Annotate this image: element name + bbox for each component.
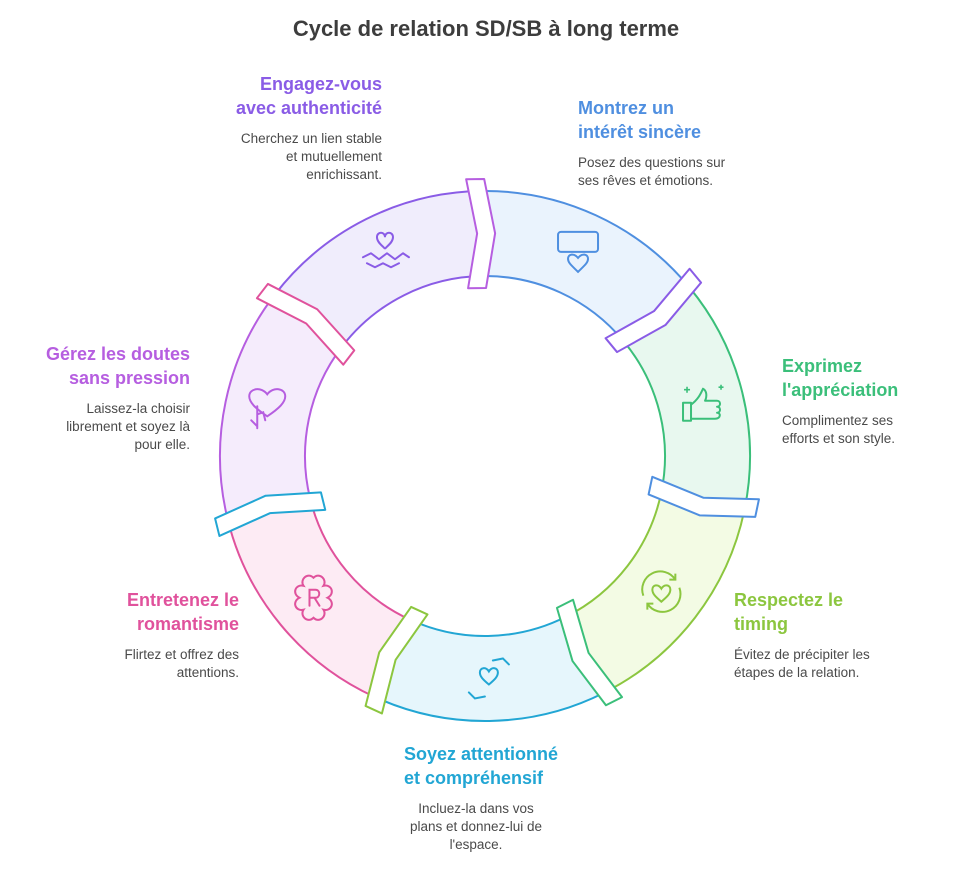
step-desc-engagez: Cherchez un lien stable et mutuellement … xyxy=(240,131,382,182)
handshake-heart-icon xyxy=(361,231,410,269)
ring-connector-engagez xyxy=(465,177,497,290)
step-label-engagez: Engagez-vous avec authenticité Cherchez … xyxy=(236,72,382,184)
ring-connector-soyez xyxy=(364,605,429,715)
hand-heart-icon xyxy=(248,388,287,430)
ring-connector-respectez xyxy=(555,598,624,707)
step-label-respectez: Respectez le timing Évitez de précipiter… xyxy=(734,588,870,682)
ring-connector-montrez xyxy=(604,267,703,354)
step-desc-exprimez: Complimentez ses efforts et son style. xyxy=(782,413,896,446)
step-title-entretenez: Entretenez le romantisme xyxy=(126,590,239,634)
diagram-title: Cycle de relation SD/SB à long terme xyxy=(292,16,680,41)
step-label-gerez: Gérez les doutes sans pression Laissez-l… xyxy=(46,342,190,454)
step-label-entretenez: Entretenez le romantisme Flirtez et offr… xyxy=(124,588,239,682)
step-desc-gerez: Laissez-la choisir librement et soyez là… xyxy=(66,401,190,452)
step-label-exprimez: Exprimez l'appréciation Complimentez ses… xyxy=(782,354,898,448)
message-heart-icon xyxy=(557,230,600,274)
step-desc-entretenez: Flirtez et offrez des attentions. xyxy=(124,647,239,680)
step-desc-soyez: Incluez-la dans vos plans et donnez-lui … xyxy=(409,801,543,852)
ring-connector-gerez xyxy=(255,282,356,366)
step-label-soyez: Soyez attentionné et compréhensif Inclue… xyxy=(404,742,558,854)
step-desc-montrez: Posez des questions sur ses rêves et émo… xyxy=(578,155,726,188)
step-title-respectez: Respectez le timing xyxy=(734,590,844,634)
step-title-soyez: Soyez attentionné et compréhensif xyxy=(404,744,559,788)
ring-connector-exprimez xyxy=(647,475,760,518)
heart-cycle-icon xyxy=(641,570,682,613)
flower-badge-icon xyxy=(294,574,333,621)
step-title-gerez: Gérez les doutes sans pression xyxy=(45,344,190,388)
step-label-montrez: Montrez un intérêt sincère Posez des que… xyxy=(578,96,725,190)
step-title-montrez: Montrez un intérêt sincère xyxy=(578,98,702,142)
thumbs-up-sparkle-icon xyxy=(682,384,724,422)
step-title-exprimez: Exprimez l'appréciation xyxy=(782,356,899,400)
hands-heart-icon xyxy=(467,657,510,700)
step-desc-respectez: Évitez de précipiter les étapes de la re… xyxy=(734,647,870,680)
step-title-engagez: Engagez-vous avec authenticité xyxy=(235,74,382,118)
ring-connector-entretenez xyxy=(214,491,327,537)
